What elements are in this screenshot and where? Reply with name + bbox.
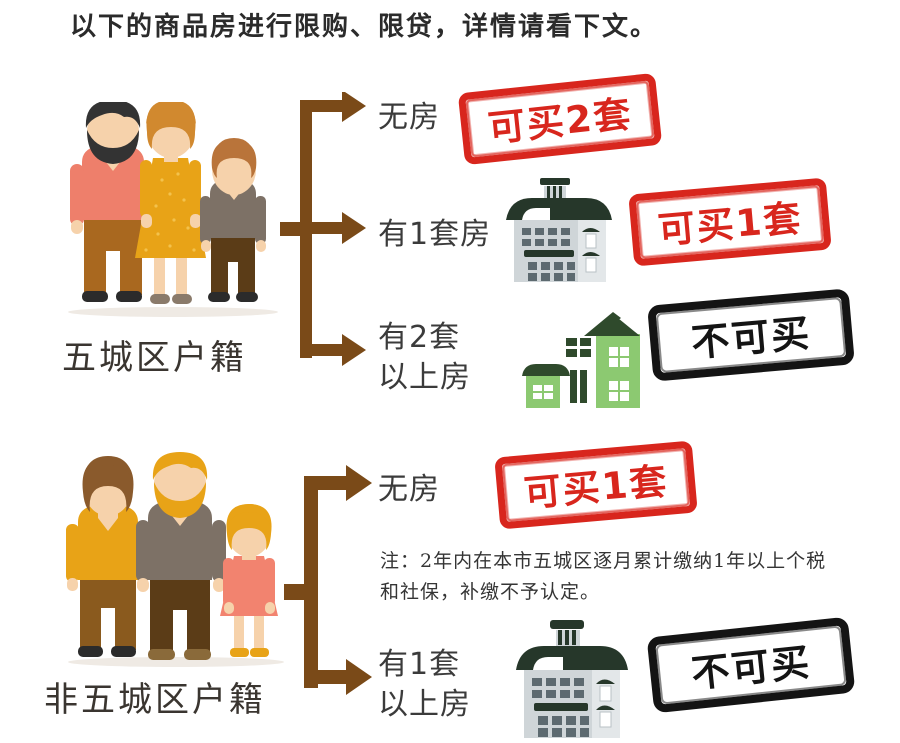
branch-label-no-house-2: 无房	[378, 470, 440, 510]
stamp-can-buy-1-unit: 可买1套	[628, 177, 832, 267]
page-title: 以下的商品房进行限购、限贷，详情请看下文。	[70, 12, 659, 42]
stamp-can-buy-1-unit-non-urban: 可买1套	[494, 440, 698, 530]
branch-label-one-house: 有1套房	[378, 215, 491, 255]
branch-label-one-or-more-houses: 有1套 以上房	[378, 645, 471, 725]
house-gray-dark-roof-icon	[500, 172, 618, 284]
branch-label-line: 无房	[378, 100, 440, 135]
branch-label-two-or-more-houses: 有2套 以上房	[378, 318, 471, 398]
family-illustration-urban	[58, 100, 288, 317]
bracket-urban-household	[280, 90, 380, 382]
stamp-can-buy-2-units: 可买2套	[457, 72, 663, 166]
stamp-text: 可买1套	[656, 196, 805, 253]
bracket-non-urban-household	[280, 462, 380, 702]
branch-label-line: 有1套房	[378, 217, 492, 252]
house-gray-dark-roof-icon-bottom	[512, 612, 634, 738]
branch-label-line: 以上房	[378, 687, 471, 722]
group-label-urban-household: 五城区户籍	[62, 338, 247, 378]
stamp-text: 不可买	[689, 310, 813, 365]
note-text: 注：2年内在本市五城区逐月累计缴纳1年以上个税和社保，补缴不予认定。	[380, 550, 827, 603]
mother-figure	[135, 100, 206, 304]
stamp-cannot-buy-lower: 不可买	[646, 616, 856, 714]
houses-green-pair-icon	[522, 302, 662, 410]
branch-label-line: 有2套	[378, 320, 461, 355]
father-figure	[136, 452, 226, 660]
stamp-cannot-buy-upper: 不可买	[647, 288, 855, 382]
stamp-text: 可买1套	[522, 459, 671, 516]
branch-label-line: 无房	[378, 472, 440, 507]
branch-label-line: 以上房	[378, 360, 471, 395]
daughter-figure	[220, 504, 278, 657]
son-figure	[200, 138, 266, 302]
stamp-text: 可买2套	[486, 92, 635, 151]
stamp-text: 不可买	[689, 639, 814, 696]
branch-label-line: 有1套	[378, 647, 461, 682]
group-label-non-urban-household: 非五城区户籍	[44, 680, 266, 720]
branch-label-no-house: 无房	[378, 98, 440, 138]
family-illustration-non-urban	[58, 452, 303, 667]
